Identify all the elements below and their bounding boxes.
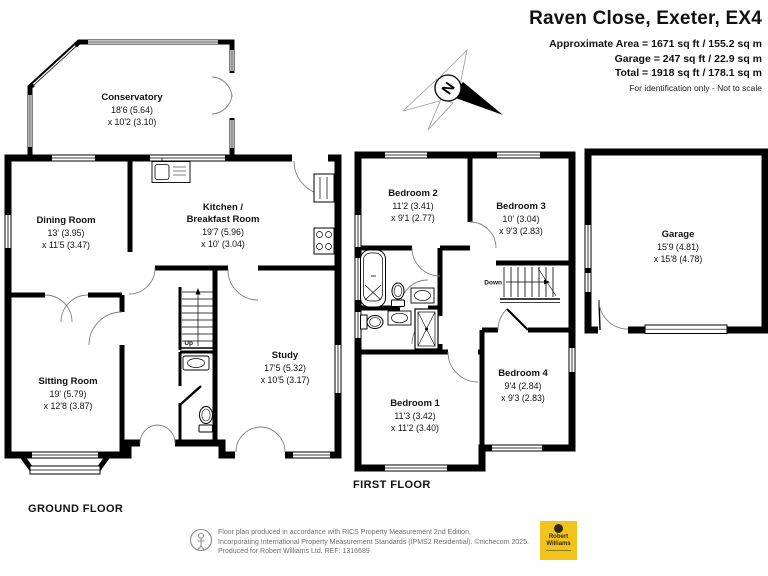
logo-rule <box>546 550 571 551</box>
bathroom-toilet-fixture <box>391 282 405 307</box>
room-label-bedroom3: Bedroom 3 10' (3.04) x 9'3 (2.83) <box>496 201 546 236</box>
room-label-study: Study 17'5 (5.32) x 10'5 (3.17) <box>260 350 310 385</box>
fridge-icon <box>313 173 335 203</box>
stairs-ground <box>180 288 215 349</box>
garage-windows <box>585 225 728 334</box>
footer-line-1: Floor plan produced in accordance with R… <box>218 529 471 536</box>
compass-icon: N <box>402 48 503 131</box>
ground-floor-windows <box>5 40 341 475</box>
room-label-bedroom2: Bedroom 2 11'2 (3.41) x 9'1 (2.77) <box>388 188 438 223</box>
stairs-down-label: Down <box>484 280 502 287</box>
room-label-dining: Dining Room 13' (3.95) x 11'5 (3.47) <box>36 215 96 250</box>
ground-floor-doors <box>44 73 329 459</box>
room-label-conservatory: Conservatory 18'6 (5.64) x 10'2 (3.10) <box>101 92 163 127</box>
wc-sink-fixture <box>182 355 210 371</box>
hob-icon <box>313 227 335 255</box>
garage-door <box>598 299 629 334</box>
shower-toilet-fixture <box>360 314 384 330</box>
page-title: Raven Close, Exeter, EX4 <box>529 8 762 29</box>
shower-cubicle-fixture <box>414 308 439 350</box>
footer-line-3: Produced for Robert Williams Ltd. REF: 1… <box>218 548 370 556</box>
stairs-first <box>500 267 560 303</box>
footer-disclaimer: Floor plan produced in accordance with R… <box>218 528 529 557</box>
robert-williams-logo: Robert Williams <box>540 521 577 560</box>
person-icon <box>189 528 213 552</box>
garage-area-line: Garage = 247 sq ft / 22.9 sq m <box>614 52 762 65</box>
bay-window <box>19 454 111 475</box>
approximate-area-line: Approximate Area = 1671 sq ft / 155.2 sq… <box>549 38 762 50</box>
room-label-kitchen: Kitchen / Breakfast Room 19'7 (5.96) x 1… <box>186 202 260 249</box>
disclaimer-text: For identification only - Not to scale <box>629 82 762 93</box>
footer-line-2: Incorporating International Property Mea… <box>218 538 529 546</box>
kitchen-sink-fixture <box>151 158 191 183</box>
shower-sink-fixture <box>387 310 412 326</box>
room-label-sitting: Sitting Room 19' (5.79) x 12'8 (3.87) <box>38 376 98 411</box>
first-floor-plan <box>354 151 576 472</box>
room-label-bedroom4: Bedroom 4 9'4 (2.84) x 9'3 (2.83) <box>498 368 548 403</box>
garage-plan <box>584 148 768 334</box>
logo-text-line1: Robert <box>548 534 569 540</box>
room-label-garage: Garage 15'9 (4.81) x 15'8 (4.78) <box>653 229 703 264</box>
stairs-up-label: Up <box>184 340 193 347</box>
logo-emblem-icon <box>554 524 563 533</box>
first-floor-label: FIRST FLOOR <box>353 479 431 491</box>
logo-text-line2: Williams <box>546 540 571 547</box>
first-floor-windows <box>355 152 575 471</box>
ground-floor-label: GROUND FLOOR <box>28 503 124 515</box>
bathroom-sink-fixture <box>410 287 435 304</box>
wc-toilet-fixture <box>198 406 213 433</box>
bath-fixture <box>360 249 386 308</box>
header: Raven Close, Exeter, EX4 Approximate Are… <box>529 8 762 93</box>
total-area-line: Total = 1918 sq ft / 178.1 sq m <box>614 67 762 79</box>
room-label-bedroom1: Bedroom 1 11'3 (3.42) x 11'2 (3.40) <box>390 398 440 433</box>
